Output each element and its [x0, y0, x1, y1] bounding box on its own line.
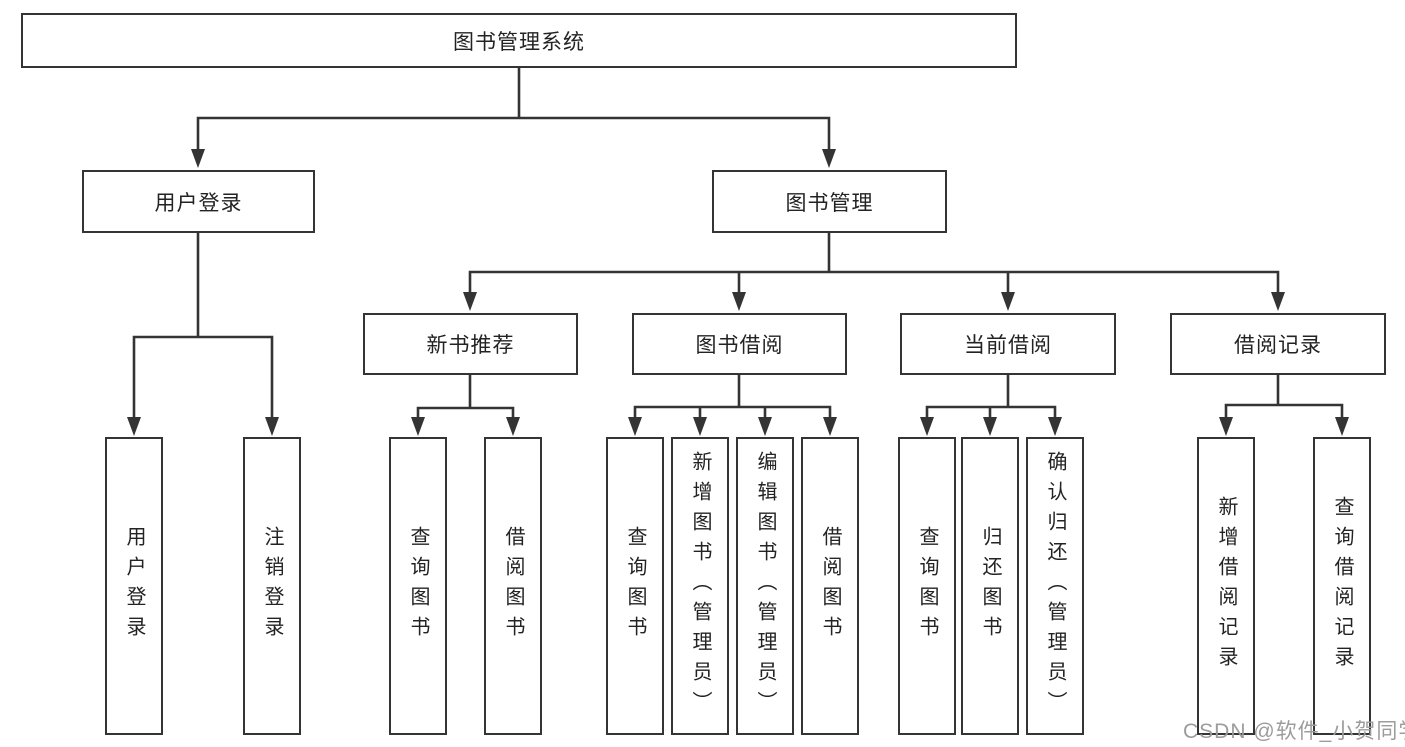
leaf-user-login: 用户登录	[105, 437, 163, 735]
leaf-query-books-recommend: 查询图书	[389, 437, 447, 735]
node-label: 确认归还（管理员）	[1044, 451, 1066, 721]
leaf-add-borrow-record: 新增借阅记录	[1197, 437, 1255, 735]
node-label: 借阅记录	[1234, 334, 1322, 357]
node-library-management-system: 图书管理系统	[21, 13, 1017, 68]
leaf-add-books-admin: 新增图书（管理员）	[671, 437, 729, 735]
node-label: 查询图书	[407, 526, 429, 646]
node-label: 图书管理系统	[453, 30, 585, 54]
node-label: 查询借阅记录	[1331, 496, 1353, 676]
leaf-borrow-books: 借阅图书	[801, 437, 859, 735]
node-label: 新书推荐	[426, 334, 515, 357]
leaf-edit-books-admin: 编辑图书（管理员）	[736, 437, 794, 735]
node-label: 当前借阅	[964, 334, 1052, 357]
node-label: 用户登录	[123, 526, 145, 646]
csdn-watermark: CSDN @软件_小贺同学	[1183, 720, 1405, 743]
connector-user-login-children	[132, 231, 274, 422]
leaf-return-books: 归还图书	[961, 437, 1019, 735]
node-label: 注销登录	[261, 526, 283, 646]
node-label: 新增图书（管理员）	[689, 451, 711, 721]
connector-book-borrow-children	[633, 373, 832, 422]
node-label: 借阅图书	[819, 526, 841, 646]
arrowheads	[127, 149, 1349, 436]
node-book-management: 图书管理	[712, 170, 947, 233]
node-label: 借阅图书	[502, 526, 524, 646]
node-label: 用户登录	[154, 191, 243, 215]
node-label: 图书借阅	[695, 334, 784, 357]
leaf-query-books-current: 查询图书	[898, 437, 956, 735]
leaf-query-books-borrow: 查询图书	[606, 437, 664, 735]
node-label: 查询图书	[916, 526, 938, 646]
leaf-logout: 注销登录	[243, 437, 301, 735]
connector-current-borrow-children	[925, 373, 1057, 422]
node-book-borrowing: 图书借阅	[632, 313, 847, 375]
connector-root-to-level2	[196, 66, 831, 154]
node-label: 查询图书	[624, 526, 646, 646]
node-new-book-recommend: 新书推荐	[363, 313, 578, 375]
node-user-login: 用户登录	[82, 170, 315, 233]
connector-borrow-record-children	[1224, 373, 1344, 422]
connector-book-mgmt-to-level3	[468, 231, 1280, 298]
leaf-query-borrow-record: 查询借阅记录	[1313, 437, 1371, 735]
node-label: 新增借阅记录	[1215, 496, 1237, 676]
node-borrowing-records: 借阅记录	[1170, 313, 1386, 375]
leaf-confirm-return-admin: 确认归还（管理员）	[1026, 437, 1084, 735]
node-label: 图书管理	[785, 191, 874, 215]
node-current-borrowing: 当前借阅	[900, 313, 1116, 375]
node-label: 编辑图书（管理员）	[754, 451, 776, 721]
node-label: 归还图书	[979, 526, 1001, 646]
connector-new-book-children	[416, 373, 515, 422]
leaf-borrow-books-recommend: 借阅图书	[484, 437, 542, 735]
